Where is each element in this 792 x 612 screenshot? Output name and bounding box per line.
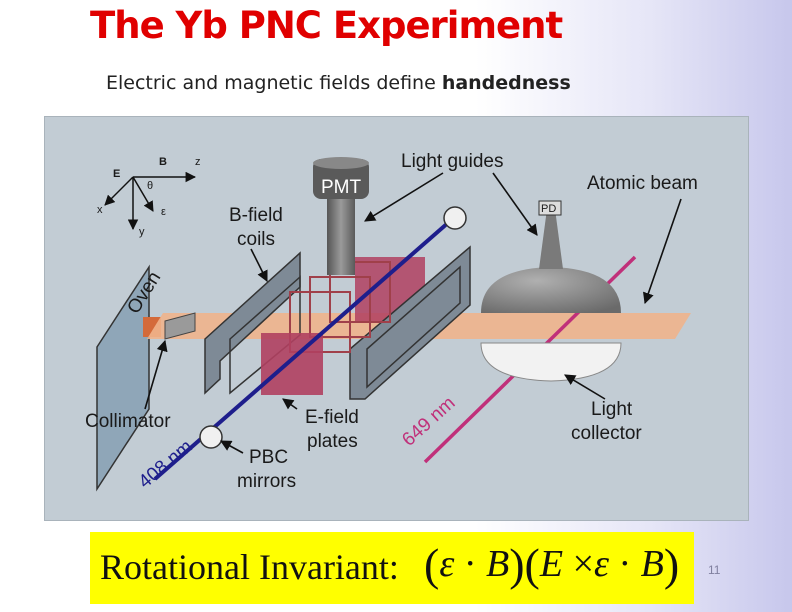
axis-y: y	[139, 226, 145, 238]
formula-epsilon-1: ε	[439, 543, 454, 585]
light-collector-top	[481, 267, 621, 313]
formula-lparen-1: (	[424, 539, 439, 590]
formula-dot-1: ·	[464, 543, 477, 585]
wavelength-408-label: 408 nm	[135, 436, 197, 493]
light-guides-label: Light guides	[401, 151, 503, 172]
slide-subtitle: Electric and magnetic fields define hand…	[106, 72, 571, 94]
pd-cone	[539, 209, 563, 269]
b-field-label-2: coils	[237, 229, 275, 250]
axis-x: x	[97, 204, 103, 216]
pbc-label-2: mirrors	[237, 471, 296, 492]
formula-E: E	[540, 543, 563, 585]
pbc-mirror-bottom	[200, 426, 222, 448]
pbc-mirror-top	[444, 207, 466, 229]
light-collector-bottom	[481, 343, 621, 381]
formula-label: Rotational Invariant:	[100, 546, 399, 588]
formula-epsilon-2: ε	[594, 543, 609, 585]
subtitle-text: Electric and magnetic fields define	[106, 72, 442, 94]
axis-B: B	[159, 156, 167, 168]
axis-z: z	[195, 156, 201, 168]
e-field-label-1: E-field	[305, 407, 359, 428]
slide-number: 11	[708, 563, 720, 577]
formula-rparen-1: )	[509, 539, 524, 590]
light-collector-label-2: collector	[571, 423, 642, 444]
wavelength-649-label: 649 nm	[398, 393, 459, 451]
rotational-invariant-box: Rotational Invariant: (ε · B)(E ×ε · B)	[90, 532, 694, 604]
b-field-label-1: B-field	[229, 205, 283, 226]
pbc-label-1: PBC	[249, 447, 288, 468]
formula-rparen-2: )	[664, 539, 679, 590]
formula-B-1: B	[486, 543, 509, 585]
axis-epsilon: ε	[161, 206, 166, 218]
formula-expression: (ε · B)(E ×ε · B)	[424, 534, 679, 587]
pmt-light-guide	[327, 199, 355, 275]
light-collector-label-1: Light	[591, 399, 633, 420]
atomic-beam-label: Atomic beam	[587, 173, 698, 194]
e-field-label-2: plates	[307, 431, 358, 452]
subtitle-highlight: handedness	[442, 72, 571, 94]
pmt-top	[313, 157, 369, 169]
diagram-svg: Oven PMT	[45, 117, 748, 520]
slide-title: The Yb PNC Experiment	[90, 4, 562, 47]
formula-B-2: B	[641, 543, 664, 585]
formula-times: ×	[573, 543, 594, 585]
pd-label: PD	[541, 203, 556, 215]
collimator-label: Collimator	[85, 411, 171, 432]
axis-E: E	[113, 168, 120, 180]
formula-lparen-2: (	[525, 539, 540, 590]
experiment-diagram: Oven PMT	[44, 116, 749, 521]
pmt-label: PMT	[321, 177, 362, 198]
oven-label: Oven	[123, 268, 165, 318]
formula-dot-2: ·	[618, 543, 631, 585]
axis-theta: θ	[147, 180, 153, 192]
